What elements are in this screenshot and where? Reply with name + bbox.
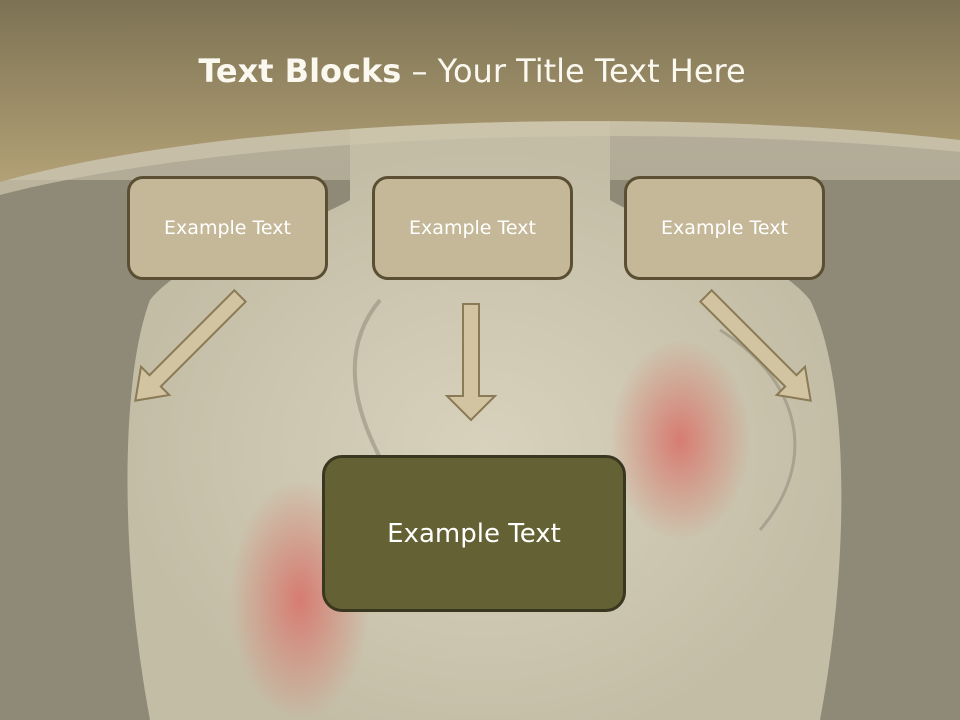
text-block-center-label: Example Text (409, 217, 536, 239)
title-separator: – (401, 52, 438, 90)
text-block-right-label: Example Text (661, 217, 788, 239)
poppy-right (610, 340, 750, 540)
text-block-bottom-label: Example Text (387, 518, 561, 549)
text-block-center[interactable]: Example Text (372, 176, 573, 280)
header-curve-highlight (0, 121, 960, 195)
title-rest-part: Your Title Text Here (437, 52, 746, 90)
title-bold-part: Text Blocks (198, 52, 402, 90)
slide-title: Text Blocks – Your Title Text Here (0, 52, 944, 90)
header-band (0, 0, 960, 182)
text-block-right[interactable]: Example Text (624, 176, 825, 280)
text-block-bottom[interactable]: Example Text (322, 455, 626, 612)
text-block-left[interactable]: Example Text (127, 176, 328, 280)
text-block-left-label: Example Text (164, 217, 291, 239)
